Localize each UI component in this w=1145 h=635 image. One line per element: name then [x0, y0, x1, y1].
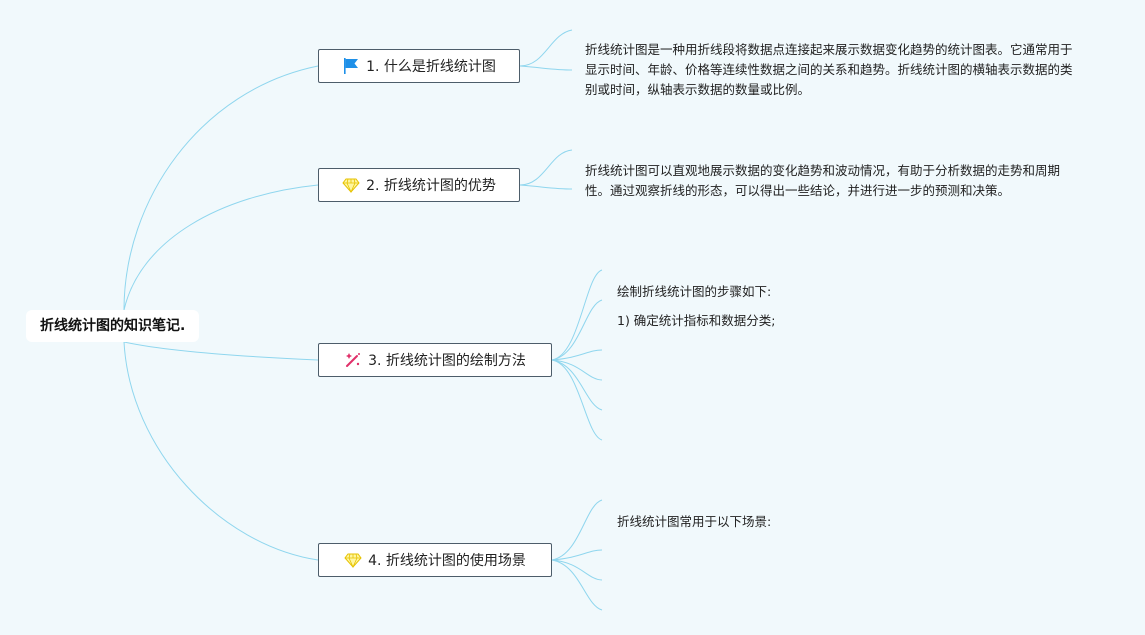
branch-node-3[interactable]: 3. 折线统计图的绘制方法: [318, 343, 552, 377]
connector-branch-3-leaf-2: [551, 299, 603, 361]
flag-icon: [342, 57, 360, 75]
diamond-icon: [342, 176, 360, 194]
connector-branch-3-leaf-3: [551, 349, 603, 361]
branch-1-description: 折线统计图是一种用折线段将数据点连接起来展示数据变化趋势的统计图表。它通常用于显…: [585, 42, 1073, 97]
connector-root-branch-1: [123, 65, 319, 311]
connector-branch-4-leaf-2: [551, 549, 603, 561]
branch-node-2[interactable]: 2. 折线统计图的优势: [318, 168, 520, 202]
magic-wand-icon: [344, 351, 362, 369]
branch-node-2-label: 2. 折线统计图的优势: [366, 178, 496, 194]
connector-branch-3-leaf-5: [551, 359, 603, 411]
connector-root-branch-2: [123, 184, 319, 311]
connector-branch-3-leaf-1: [551, 269, 603, 361]
branch-4-leaf-1: 折线统计图常用于以下场景:: [617, 514, 772, 529]
connector-branch-1-desc: [519, 29, 573, 67]
root-node-label: 折线统计图的知识笔记.: [40, 318, 186, 334]
connector-root-branch-4: [123, 341, 319, 561]
connector-branch-2-desc-2: [519, 184, 573, 190]
branch-3-leaf-2: 1) 确定统计指标和数据分类;: [617, 313, 776, 328]
connector-branch-1-desc-2: [519, 65, 573, 71]
branch-node-1-label: 1. 什么是折线统计图: [366, 59, 496, 75]
branch-3-leaf-1: 绘制折线统计图的步骤如下:: [617, 284, 772, 299]
connector-branch-3-leaf-4: [551, 359, 603, 381]
connector-branch-2-desc: [519, 149, 573, 186]
branch-node-3-label: 3. 折线统计图的绘制方法: [368, 353, 526, 369]
connector-branch-4-leaf-3: [551, 559, 603, 581]
root-node[interactable]: 折线统计图的知识笔记.: [26, 310, 200, 342]
connector-branch-4-leaf-1: [551, 499, 603, 561]
connector-root-branch-3: [123, 341, 319, 361]
connector-branch-3-leaf-6: [551, 359, 603, 441]
branch-node-4[interactable]: 4. 折线统计图的使用场景: [318, 543, 552, 577]
branch-2-description: 折线统计图可以直观地展示数据的变化趋势和波动情况，有助于分析数据的走势和周期性。…: [585, 163, 1061, 198]
diamond-icon: [344, 551, 362, 569]
connector-branch-4-leaf-4: [551, 559, 603, 611]
branch-node-4-label: 4. 折线统计图的使用场景: [368, 553, 526, 569]
branch-node-1[interactable]: 1. 什么是折线统计图: [318, 49, 520, 83]
